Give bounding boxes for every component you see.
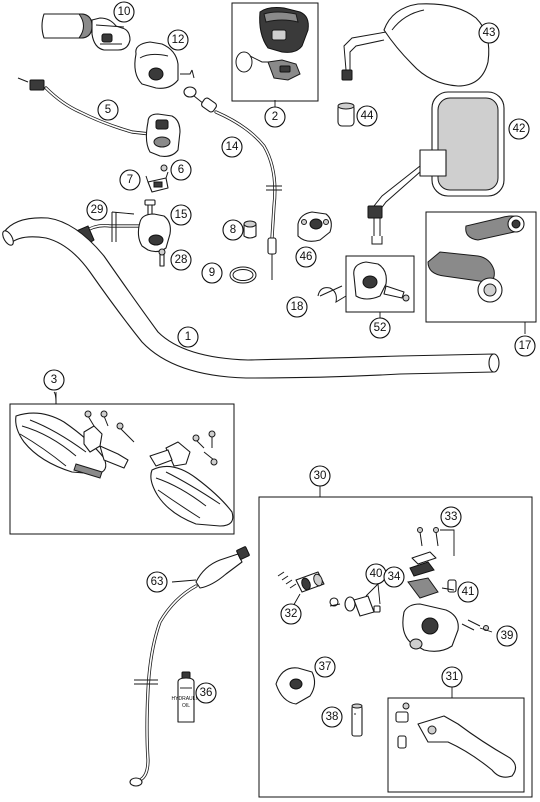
svg-text:6: 6 <box>178 164 184 176</box>
brake-clamp-assembly <box>353 261 410 302</box>
svg-text:41: 41 <box>462 586 475 598</box>
frame-part-3 <box>9 403 235 535</box>
svg-text:34: 34 <box>388 571 401 583</box>
callout-12: 12 <box>167 29 189 51</box>
callout-31: 31 <box>441 666 463 688</box>
throttle-housing-cover <box>134 41 195 89</box>
rear-mirror-round <box>341 3 490 87</box>
cable-assembly <box>183 86 282 280</box>
handguard-set <box>15 410 234 527</box>
svg-text:29: 29 <box>91 204 104 216</box>
callout-43: 43 <box>478 22 500 44</box>
callout-8: 8 <box>222 219 244 241</box>
kill-switch-assembly <box>17 77 181 157</box>
rear-mirror-rectangular <box>367 91 505 245</box>
handlebar-switch-with-strap <box>235 7 309 81</box>
svg-text:7: 7 <box>127 174 133 186</box>
oil-bottle-label-line1: HYDRAULIC <box>172 696 201 702</box>
callout-7: 7 <box>119 169 141 191</box>
throttle-grip <box>41 13 131 51</box>
callout-6: 6 <box>170 159 192 181</box>
callout-3: 3 <box>43 369 65 391</box>
svg-text:43: 43 <box>483 27 496 39</box>
oil-bottle-label-line2: OIL <box>182 703 190 709</box>
svg-text:52: 52 <box>374 322 387 334</box>
callout-52: 52 <box>369 317 391 339</box>
callout-39: 39 <box>496 625 518 647</box>
callout-14: 14 <box>221 136 243 158</box>
callout-32: 32 <box>280 603 302 625</box>
svg-text:37: 37 <box>319 661 332 673</box>
svg-text:42: 42 <box>513 123 526 135</box>
clutch-master-cylinder-assembly <box>275 527 517 778</box>
svg-text:63: 63 <box>151 576 164 588</box>
svg-text:10: 10 <box>118 6 131 18</box>
svg-text:36: 36 <box>200 687 213 699</box>
callout-40: 40 <box>365 563 387 585</box>
callout-63: 63 <box>146 571 168 593</box>
svg-text:30: 30 <box>314 470 327 482</box>
svg-text:33: 33 <box>445 511 458 523</box>
callout-34: 34 <box>383 566 405 588</box>
cable-strap <box>317 285 347 304</box>
callout-44: 44 <box>356 105 378 127</box>
svg-text:8: 8 <box>230 224 236 236</box>
callout-28: 28 <box>170 249 192 271</box>
callout-36: 36 <box>195 682 217 704</box>
clip-and-oring <box>229 220 257 284</box>
callout-10: 10 <box>113 1 135 23</box>
svg-text:14: 14 <box>226 141 239 153</box>
svg-text:1: 1 <box>185 331 191 343</box>
callout-1: 1 <box>177 326 199 348</box>
callout-9: 9 <box>201 262 223 284</box>
callout-38: 38 <box>321 706 343 728</box>
svg-text:18: 18 <box>291 301 304 313</box>
handlebar-clamp <box>297 211 332 242</box>
svg-text:5: 5 <box>105 104 111 116</box>
callout-30: 30 <box>309 465 331 487</box>
callout-33: 33 <box>440 506 462 528</box>
mirror-nut <box>337 102 355 127</box>
frame-part-30 <box>258 496 533 798</box>
svg-text:38: 38 <box>326 711 339 723</box>
hydraulic-clutch-line <box>129 546 250 787</box>
svg-text:12: 12 <box>172 34 185 46</box>
callout-41: 41 <box>457 581 479 603</box>
svg-text:39: 39 <box>501 630 514 642</box>
svg-text:32: 32 <box>285 608 298 620</box>
callout-42: 42 <box>508 118 530 140</box>
callout-17: 17 <box>514 335 536 357</box>
svg-text:15: 15 <box>175 209 188 221</box>
svg-text:17: 17 <box>519 340 532 352</box>
svg-text:44: 44 <box>361 110 374 122</box>
callout-46: 46 <box>295 246 317 268</box>
svg-text:2: 2 <box>272 111 278 123</box>
callout-2: 2 <box>264 106 286 128</box>
svg-text:46: 46 <box>300 251 313 263</box>
handlebar-grips <box>427 215 525 303</box>
svg-text:9: 9 <box>209 267 215 279</box>
callout-15: 15 <box>170 204 192 226</box>
frame-part-17 <box>425 211 537 323</box>
callout-37: 37 <box>314 656 336 678</box>
svg-text:3: 3 <box>51 374 57 386</box>
hydraulic-oil-bottle: HYDRAULIC OIL <box>172 671 201 723</box>
frame-part-31 <box>387 697 525 793</box>
svg-text:40: 40 <box>370 568 383 580</box>
svg-text:28: 28 <box>175 254 188 266</box>
svg-text:31: 31 <box>446 671 459 683</box>
handlebar <box>2 217 500 379</box>
callout-18: 18 <box>286 296 308 318</box>
callout-29: 29 <box>86 199 108 221</box>
callout-5: 5 <box>97 99 119 121</box>
